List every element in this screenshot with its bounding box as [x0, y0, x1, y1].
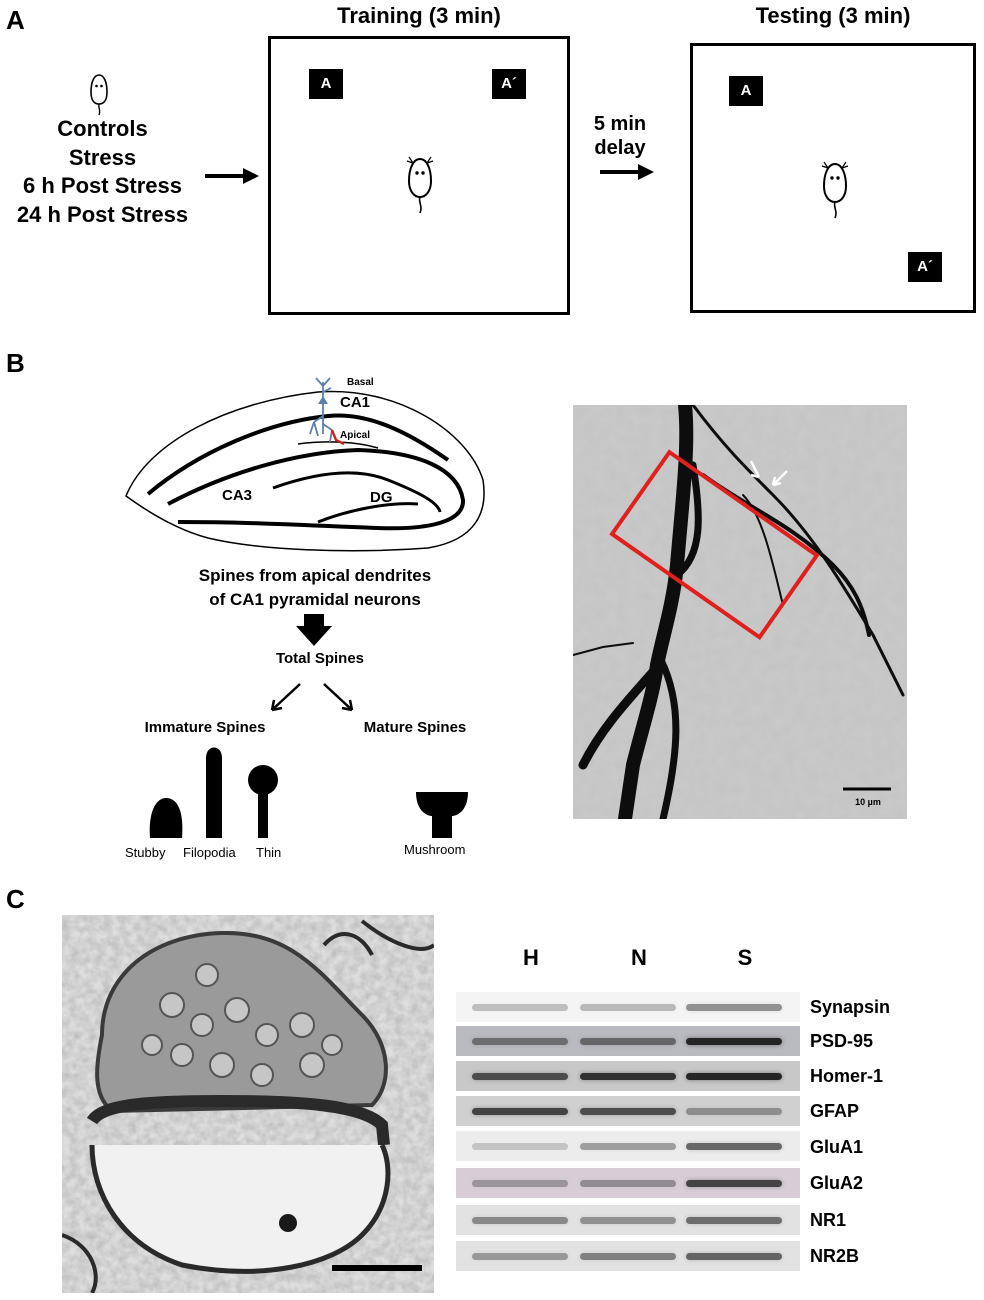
- blot-strip-homer1: [456, 1061, 800, 1091]
- protein-label-glua2: GluA2: [810, 1173, 864, 1193]
- arrow-right-icon: [205, 168, 259, 184]
- lane-h: H: [523, 945, 539, 970]
- total-spines-label: Total Spines: [275, 650, 365, 667]
- panel-b-letter: B: [6, 348, 25, 378]
- testing-title: Testing (3 min): [755, 3, 911, 28]
- blot-band: [580, 1108, 676, 1115]
- dg-label: DG: [370, 489, 393, 506]
- blot-band: [472, 1253, 568, 1260]
- apical-label: Apical: [340, 430, 371, 441]
- training-arena: A A´: [268, 36, 570, 315]
- stubby-spine-shape: [149, 798, 183, 838]
- protein-label-homer1: Homer-1: [810, 1066, 884, 1086]
- protein-label-nr1: NR1: [810, 1210, 847, 1230]
- blot-band: [472, 1073, 568, 1080]
- blot-strip-nr2b: [456, 1241, 800, 1271]
- scale-bar-label: 10 µm: [855, 797, 881, 807]
- blot-strip-glua1: [456, 1131, 800, 1161]
- mushroom-label: Mushroom: [404, 842, 466, 857]
- protein-label-synapsin: Synapsin: [810, 997, 891, 1017]
- object-a-prime: A´: [908, 252, 942, 282]
- mushroom-spine-shape: [416, 792, 468, 838]
- thin-label: Thin: [256, 845, 282, 860]
- object-a-prime: A´: [492, 69, 526, 99]
- blot-band: [686, 1038, 782, 1045]
- testing-arena: A A´: [690, 43, 976, 313]
- blot-strip-nr1: [456, 1205, 800, 1235]
- protein-label-nr2b: NR2B: [810, 1246, 860, 1266]
- lane-s: S: [737, 945, 753, 970]
- blot-band: [686, 1143, 782, 1150]
- blot-strip-synapsin: [456, 992, 800, 1022]
- blot-band: [580, 1004, 676, 1011]
- blot-band: [686, 1253, 782, 1260]
- arrow-right-icon: [600, 164, 654, 180]
- thin-spine-neck: [258, 782, 268, 838]
- mouse-icon: [406, 156, 434, 214]
- blot-band: [686, 1217, 782, 1224]
- protein-label-psd95: PSD-95: [810, 1031, 874, 1051]
- filopodia-spine-shape: [206, 747, 222, 838]
- mature-spines-label: Mature Spines: [363, 719, 467, 736]
- protein-label-gfap: GFAP: [810, 1101, 860, 1121]
- mouse-icon-small: [90, 74, 108, 116]
- arrow-down-icon: [296, 614, 332, 646]
- blot-strip-psd95: [456, 1026, 800, 1056]
- blot-band: [686, 1004, 782, 1011]
- electron-micrograph: [62, 915, 434, 1293]
- immature-spines-label: Immature Spines: [144, 719, 266, 736]
- golgi-micrograph: [573, 405, 907, 819]
- mouse-icon: [821, 161, 849, 219]
- blot-band: [580, 1038, 676, 1045]
- spine-caption: Spines from apical dendrites of CA1 pyra…: [130, 564, 500, 612]
- object-a: A: [309, 69, 343, 99]
- ca3-label: CA3: [222, 487, 253, 504]
- condition-6h-post-stress: 6 h Post Stress: [23, 173, 182, 198]
- thin-spine-head: [248, 765, 278, 795]
- blot-band: [686, 1108, 782, 1115]
- basal-label: Basal: [347, 377, 374, 388]
- panel-a-letter: A: [6, 5, 25, 35]
- condition-controls: Controls: [57, 116, 148, 141]
- blot-strip-glua2: [456, 1168, 800, 1198]
- blot-band: [472, 1180, 568, 1187]
- blot-band: [580, 1180, 676, 1187]
- object-a: A: [729, 76, 763, 106]
- blot-band: [580, 1253, 676, 1260]
- blot-band: [472, 1217, 568, 1224]
- delay-label: 5 min delay: [580, 112, 660, 160]
- spine-shapes: [149, 747, 468, 838]
- blot-band: [472, 1143, 568, 1150]
- filopodia-label: Filopodia: [183, 845, 236, 860]
- blot-band: [580, 1217, 676, 1224]
- blot-band: [686, 1180, 782, 1187]
- ca1-label: CA1: [340, 394, 371, 411]
- hippocampus-diagram: [125, 377, 485, 552]
- delay-line-1: 5 min: [593, 113, 647, 135]
- caption-line-1: Spines from apical dendrites: [198, 566, 432, 585]
- stubby-label: Stubby: [125, 845, 166, 860]
- protein-label-glua1: GluA1: [810, 1137, 864, 1157]
- caption-line-2: of CA1 pyramidal neurons: [209, 590, 421, 609]
- blot-strip-gfap: [456, 1096, 800, 1126]
- blot-band: [472, 1038, 568, 1045]
- condition-list: Controls Stress 6 h Post Stress 24 h Pos…: [0, 115, 205, 229]
- training-title: Training (3 min): [337, 3, 501, 28]
- blot-band: [580, 1073, 676, 1080]
- arrow-markers: [749, 460, 788, 487]
- delay-line-2: delay: [594, 137, 646, 159]
- blot-band: [686, 1073, 782, 1080]
- blot-band: [472, 1108, 568, 1115]
- lane-n: N: [631, 945, 647, 970]
- blot-band: [472, 1004, 568, 1011]
- blot-band: [580, 1143, 676, 1150]
- panel-c-letter: C: [6, 884, 25, 914]
- condition-24h-post-stress: 24 h Post Stress: [16, 201, 189, 227]
- split-arrows-icon: [270, 683, 354, 712]
- condition-stress: Stress: [68, 144, 137, 170]
